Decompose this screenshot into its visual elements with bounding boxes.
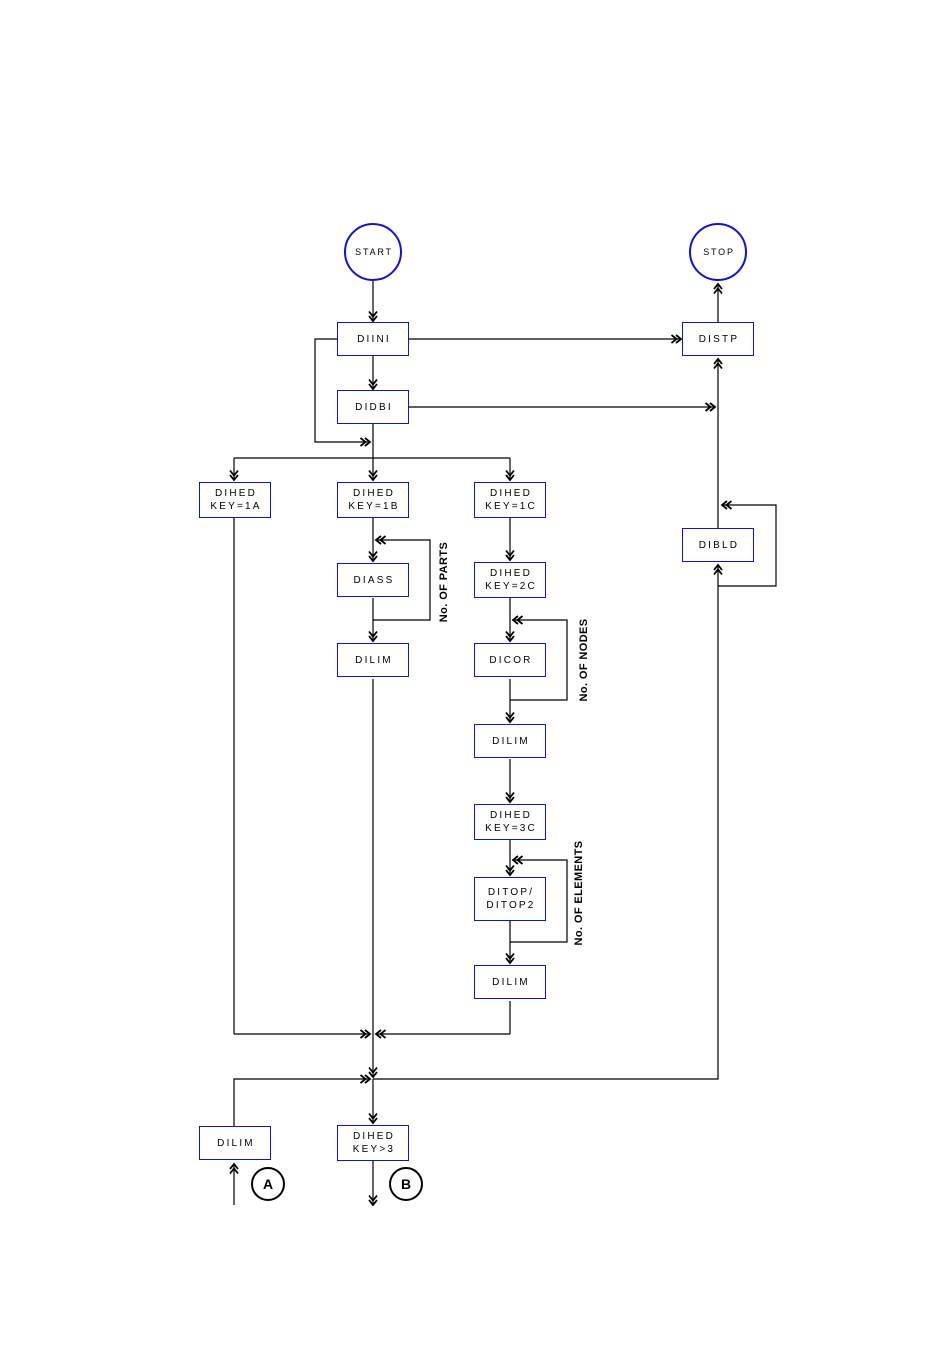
- node-dihed-key1b: DIHED KEY=1B: [337, 482, 409, 518]
- connector-ditop-elements-loop: [510, 855, 568, 943]
- node-dihed-key3c: DIHED KEY=3C: [474, 804, 546, 840]
- node-diass: DIASS: [337, 563, 409, 597]
- terminator-start-label: START: [355, 247, 393, 257]
- terminator-start: START: [344, 223, 402, 281]
- node-label: DILIM: [492, 735, 530, 747]
- node-label: DILIM: [217, 1137, 255, 1149]
- node-dilim-nodes: DILIM: [474, 724, 546, 758]
- connector-junction-to-dibld: [373, 563, 723, 1080]
- node-label-line1: DIHED: [352, 488, 396, 499]
- connector-b-label: B: [400, 1176, 412, 1192]
- node-ditop: DITOP/ DITOP2: [474, 877, 546, 921]
- node-label: DILIM: [355, 654, 393, 666]
- connector-circle-a: A: [251, 1167, 285, 1201]
- node-label: DILIM: [492, 976, 530, 988]
- loop-label-parts: No. OF PARTS: [438, 541, 450, 623]
- node-diini: DIINI: [337, 322, 409, 356]
- node-didbi: DIDBI: [337, 390, 409, 424]
- node-dihed-keygt3: DIHED KEY>3: [337, 1125, 409, 1161]
- node-dibld: DIBLD: [682, 528, 754, 562]
- node-label-line1: DIHED: [489, 488, 533, 499]
- node-dilim-bottom: DILIM: [199, 1126, 271, 1160]
- connector-dibld-loop: [718, 500, 777, 587]
- node-label-line2: KEY>3: [352, 1144, 396, 1155]
- node-label-line1: DIHED: [489, 810, 533, 821]
- terminator-stop: STOP: [689, 223, 747, 281]
- node-label-line1: DIHED: [489, 568, 533, 579]
- node-label-line2: KEY=2C: [485, 581, 537, 592]
- node-label-line2: KEY=3C: [485, 823, 537, 834]
- connector-dicor-nodes-loop: [510, 615, 568, 701]
- connector-diass-parts-loop: [373, 535, 431, 621]
- node-dilim-elements: DILIM: [474, 965, 546, 999]
- connector-diini-bypass: [314, 338, 372, 447]
- node-label: DISTP: [698, 333, 740, 345]
- node-dilim-parts: DILIM: [337, 643, 409, 677]
- node-label-line2: DITOP2: [486, 900, 536, 911]
- node-dihed-key1a: DIHED KEY=1A: [199, 482, 271, 518]
- connector-a-label: A: [262, 1176, 274, 1192]
- node-label: DIINI: [357, 333, 391, 345]
- node-label: DICOR: [489, 654, 533, 666]
- loop-label-elements: No. OF ELEMENTS: [573, 840, 585, 946]
- node-dihed-key1c: DIHED KEY=1C: [474, 482, 546, 518]
- node-label: DIASS: [353, 574, 395, 586]
- terminator-stop-label: STOP: [703, 247, 735, 257]
- node-label: DIDBI: [355, 401, 393, 413]
- connector-dilim-a-return: [233, 1074, 372, 1126]
- connector-circle-b: B: [389, 1167, 423, 1201]
- loop-label-nodes: No. OF NODES: [578, 618, 590, 702]
- node-label-line1: DITOP/: [487, 887, 535, 898]
- node-distp: DISTP: [682, 322, 754, 356]
- node-label-line1: DIHED: [352, 1131, 396, 1142]
- node-dicor: DICOR: [474, 643, 546, 677]
- node-label-line2: KEY=1C: [485, 501, 537, 512]
- node-label: DIBLD: [698, 539, 740, 551]
- node-dihed-key2c: DIHED KEY=2C: [474, 562, 546, 598]
- node-label-line1: DIHED: [214, 488, 258, 499]
- node-label-line2: KEY=1B: [348, 501, 400, 512]
- node-label-line2: KEY=1A: [210, 501, 262, 512]
